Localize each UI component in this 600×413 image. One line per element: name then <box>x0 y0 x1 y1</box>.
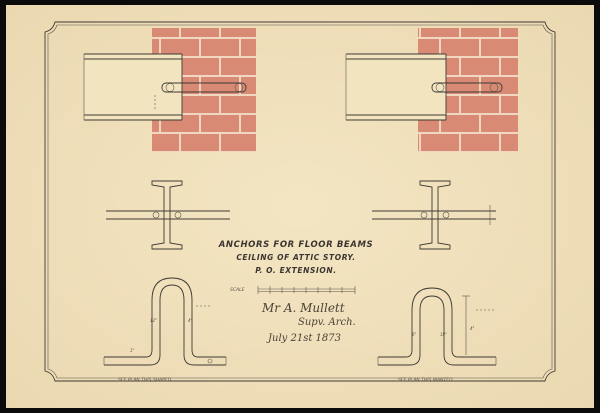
frame-border <box>44 21 556 382</box>
scale-label: SCALE <box>230 287 245 293</box>
signature-line-2: Supv. Arch. <box>298 317 356 328</box>
right-dim-a: 6" <box>412 332 417 337</box>
signature-line-3: July 21st 1873 <box>266 333 341 344</box>
left-beam <box>84 54 182 120</box>
left-dim-a: 12" <box>150 318 157 323</box>
left-caption: SEE PLAN THIS SHAPED <box>118 377 172 383</box>
left-anchor-rod <box>161 82 247 93</box>
left-dim-c: 1" <box>130 348 135 353</box>
right-caption: SEE PLAN THIS WANTED <box>398 377 453 383</box>
left-hook-anchor: 12" 4" 1" <box>103 277 227 366</box>
right-wall-section <box>345 28 518 152</box>
right-dim-c: 4" <box>470 326 475 331</box>
right-dim-b: 18" <box>440 332 447 337</box>
right-ibeam-section <box>372 180 496 250</box>
right-anchor-rod <box>431 82 503 93</box>
right-hook-anchor: 6" 18" 4" <box>377 287 497 366</box>
title-line-3: P. O. EXTENSION. <box>255 266 336 275</box>
left-ibeam-section <box>106 180 230 250</box>
title-line-2: CEILING OF ATTIC STORY. <box>236 253 355 262</box>
left-wall-section <box>83 28 256 152</box>
scale-bar <box>257 286 356 294</box>
frame-border-inner <box>47 24 553 379</box>
title-line-1: ANCHORS FOR FLOOR BEAMS <box>218 240 374 250</box>
right-beam <box>346 54 446 120</box>
signature-line-1: Mr A. Mullett <box>261 301 345 315</box>
left-dim-b: 4" <box>188 318 193 323</box>
